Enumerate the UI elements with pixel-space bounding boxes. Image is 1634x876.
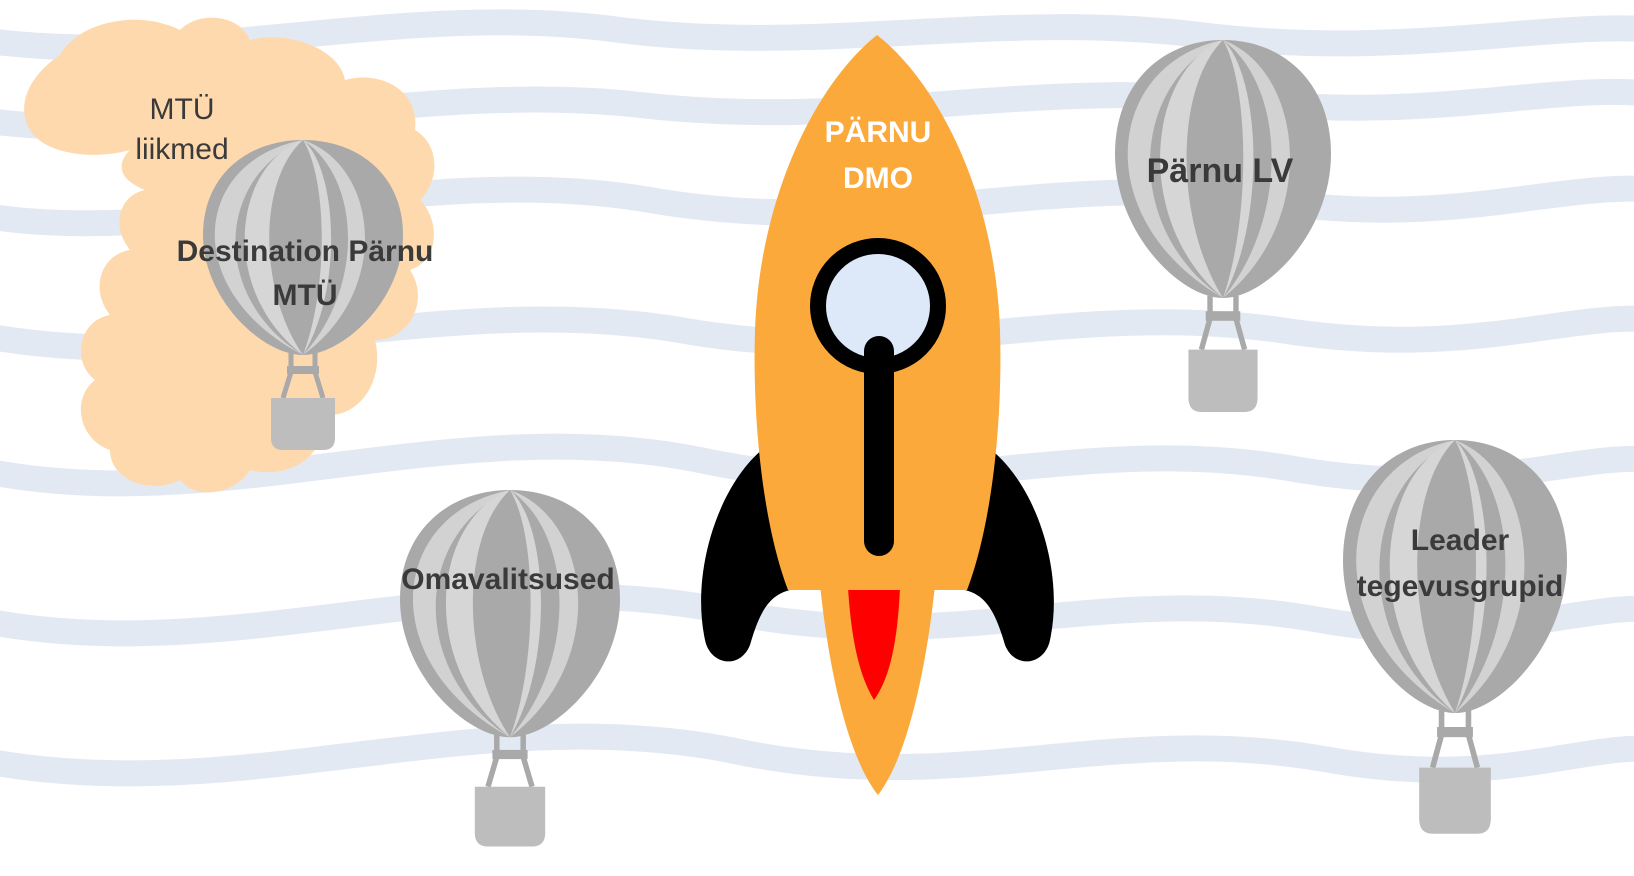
rocket-stripe	[864, 336, 894, 556]
rocket-flame	[848, 588, 900, 700]
balloon-leader-line1: Leader	[1410, 524, 1510, 557]
balloon-icon	[400, 490, 620, 847]
balloon-leader-line2: tegevusgrupid	[1356, 570, 1564, 603]
cloud-label: MTÜ liikmed	[112, 90, 252, 170]
balloon-label-leader: Leader tegevusgrupid	[1340, 518, 1580, 610]
rocket-label-line1: PÄRNU	[824, 116, 932, 149]
balloon-destination-line2: MTÜ	[272, 279, 338, 312]
cloud-label-line1: MTÜ	[149, 93, 215, 126]
rocket-icon	[701, 35, 1054, 795]
balloon-destination-line1: Destination Pärnu	[176, 235, 434, 268]
balloon-label-parnu-lv: Pärnu LV	[1110, 148, 1330, 194]
balloon-label-omavalitsused: Omavalitsused	[378, 557, 638, 603]
rocket-label: PÄRNU DMO	[790, 110, 966, 202]
balloon-icon	[1115, 40, 1331, 412]
balloon-label-destination: Destination Pärnu MTÜ	[155, 230, 455, 318]
balloon-parnu-lv-text: Pärnu LV	[1146, 152, 1294, 190]
rocket-label-line2: DMO	[843, 162, 913, 195]
cloud-label-line2: liikmed	[135, 133, 229, 166]
balloon-omavalitsused-text: Omavalitsused	[401, 563, 615, 596]
